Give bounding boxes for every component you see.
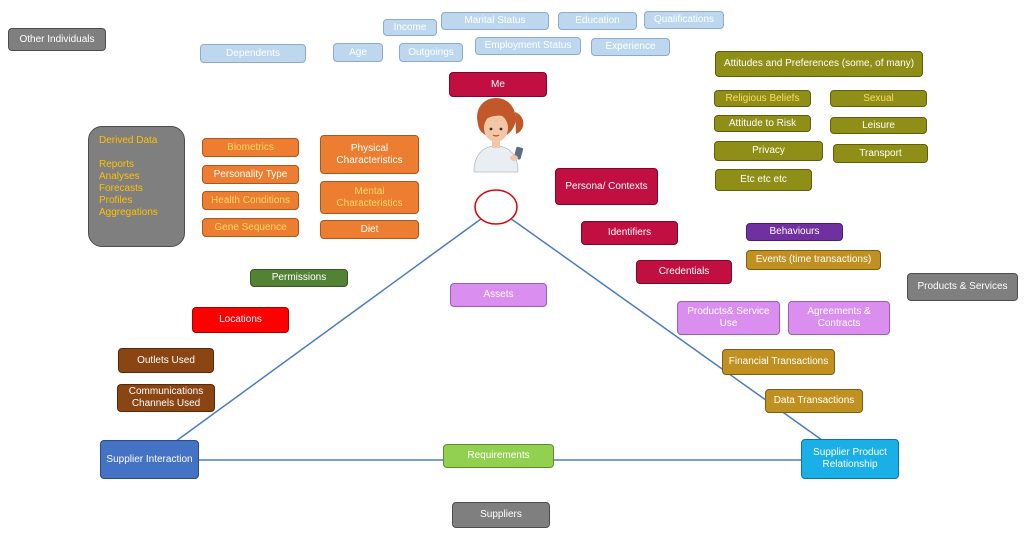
assets-node: Assets bbox=[450, 283, 547, 307]
experience-node: Experience bbox=[591, 38, 670, 56]
biometrics-node: Biometrics bbox=[202, 138, 299, 157]
supplier-interaction-node: Supplier Interaction bbox=[100, 440, 199, 479]
attitude-to-risk-node: Attitude to Risk bbox=[714, 115, 811, 132]
derived-data-item: Reports bbox=[99, 159, 135, 170]
events-node: Events (time transactions) bbox=[746, 250, 881, 270]
marital-status-node: Marital Status bbox=[441, 12, 549, 30]
health-conditions-node: Health Conditions bbox=[202, 191, 299, 210]
behaviours-node: Behaviours bbox=[746, 223, 843, 241]
me-node: Me bbox=[449, 72, 547, 97]
requirements-node: Requirements bbox=[443, 444, 554, 468]
triangle-right-edge bbox=[495, 207, 851, 461]
education-node: Education bbox=[558, 12, 637, 30]
credentials-node: Credentials bbox=[636, 260, 732, 284]
supplier-product-relationship-node: Supplier Product Relationship bbox=[801, 439, 899, 479]
person-illustration bbox=[473, 98, 524, 173]
triangle-left-edge bbox=[149, 207, 497, 461]
outlets-used-node: Outlets Used bbox=[118, 348, 214, 373]
age-node: Age bbox=[333, 43, 383, 62]
etc-node: Etc etc etc bbox=[715, 169, 812, 191]
physical-characteristics-node: Physical Characteristics bbox=[320, 135, 419, 174]
communications-channels-node: Communications Channels Used bbox=[117, 384, 215, 412]
financial-transactions-node: Financial Transactions bbox=[722, 349, 835, 375]
agreements-contracts-node: Agreements & Contracts bbox=[788, 301, 890, 335]
locations-node: Locations bbox=[192, 307, 289, 333]
data-transactions-node: Data Transactions bbox=[765, 389, 863, 413]
persona-contexts-node: Persona/ Contexts bbox=[555, 168, 658, 205]
qualifications-node: Qualifications bbox=[644, 11, 724, 29]
privacy-node: Privacy bbox=[714, 141, 823, 161]
employment-status-node: Employment Status bbox=[475, 37, 581, 55]
derived-data-item: Analyses bbox=[99, 171, 140, 182]
gene-sequence-node: Gene Sequence bbox=[202, 218, 299, 237]
products-service-use-node: Products& Service Use bbox=[677, 301, 780, 335]
transport-node: Transport bbox=[833, 144, 928, 163]
identifiers-node: Identifiers bbox=[581, 221, 678, 245]
other-individuals-node: Other Individuals bbox=[8, 28, 106, 51]
products-services-node: Products & Services bbox=[907, 273, 1018, 301]
derived-data-title: Derived Data bbox=[99, 135, 158, 146]
permissions-node: Permissions bbox=[250, 269, 348, 287]
derived-data-item: Aggregations bbox=[99, 207, 158, 218]
attitudes-title-node: Attitudes and Preferences (some, of many… bbox=[715, 51, 923, 77]
income-node: Income bbox=[383, 19, 437, 36]
personality-type-node: Personality Type bbox=[202, 165, 299, 184]
derived-data-item: Forecasts bbox=[99, 183, 143, 194]
sexual-node: Sexual bbox=[830, 90, 927, 107]
diet-node: Diet bbox=[320, 220, 419, 239]
leisure-node: Leisure bbox=[830, 117, 927, 134]
dependents-node: Dependents bbox=[200, 44, 306, 63]
suppliers-node: Suppliers bbox=[452, 502, 550, 528]
derived-data-item: Profiles bbox=[99, 195, 133, 206]
religious-beliefs-node: Religious Beliefs bbox=[714, 90, 811, 107]
mental-characteristics-node: Mental Characteristics bbox=[320, 181, 419, 214]
outgoings-node: Outgoings bbox=[399, 43, 463, 62]
me-circle bbox=[474, 189, 518, 225]
derived-data-node: Derived Data Reports Analyses Forecasts … bbox=[88, 126, 185, 247]
